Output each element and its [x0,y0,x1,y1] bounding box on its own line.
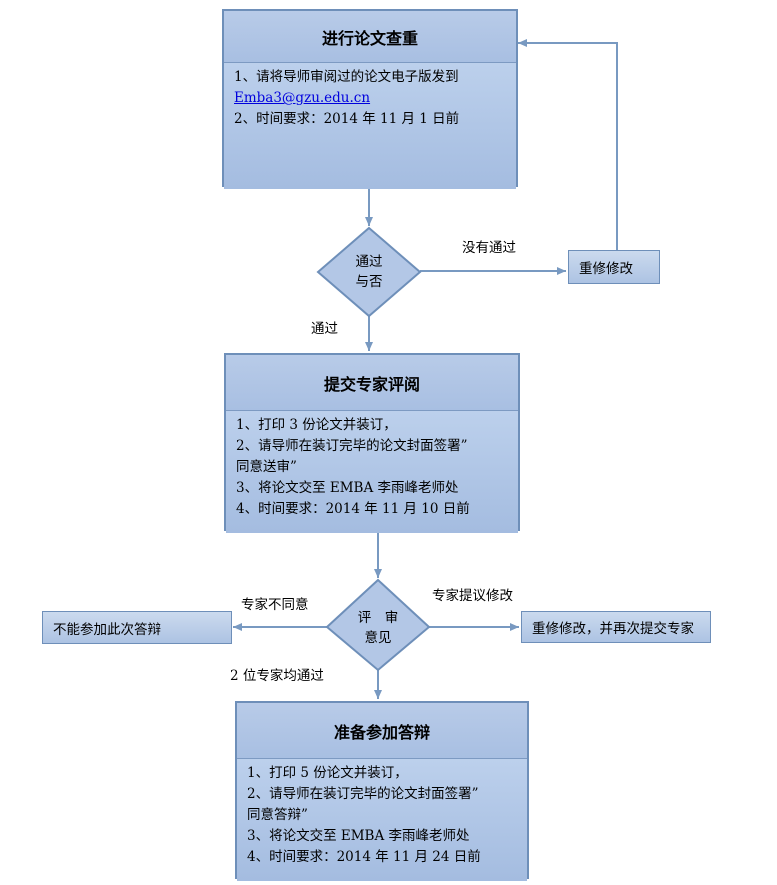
label-not-passed: 没有通过 [462,240,516,256]
label-passed: 通过 [311,321,338,337]
step-title: 准备参加答辩 [237,703,527,759]
step-title: 进行论文查重 [224,11,516,63]
decision-diamond-pass [316,226,422,318]
step-details: 1、打印 3 份论文并装订， 2、请导师在装订完毕的论文封面签署” 同意送审” … [226,411,518,533]
detail-line: 3、将论文交至 EMBA 李雨峰老师处 [247,828,470,844]
detail-line: 2、时间要求：2014 年 11 月 1 日前 [234,111,460,127]
detail-line: 4、时间要求：2014 年 11 月 10 日前 [236,501,470,517]
step-details: 1、打印 5 份论文并装订， 2、请导师在装订完毕的论文封面签署” 同意答辩” … [237,759,527,881]
detail-line: 同意答辩” [247,807,308,823]
step-prepare-defense: 准备参加答辩 1、打印 5 份论文并装订， 2、请导师在装订完毕的论文封面签署”… [235,701,529,881]
label-both-pass: 2 位专家均通过 [230,668,324,684]
label-expert-disagree: 专家不同意 [241,597,309,613]
detail-line: 3、将论文交至 EMBA 李雨峰老师处 [236,480,459,496]
detail-line: 同意送审” [236,459,297,475]
decision-pass-label: 通过 与否 [355,254,383,290]
step-details: 1、请将导师审阅过的论文电子版发到 Emba3@gzu.edu.cn 2、时间要… [224,63,516,189]
detail-line: 1、打印 3 份论文并装订， [236,417,397,433]
cannot-defend-box: 不能参加此次答辩 [42,611,232,644]
detail-line: 1、打印 5 份论文并装订， [247,765,408,781]
resubmit-box: 重修修改，并再次提交专家 [521,611,711,643]
retry-box: 重修修改 [568,250,660,284]
step-plagiarism-check: 进行论文查重 1、请将导师审阅过的论文电子版发到 Emba3@gzu.edu.c… [222,9,518,189]
label-expert-suggest: 专家提议修改 [432,588,513,604]
email-link[interactable]: Emba3@gzu.edu.cn [234,90,371,106]
step-expert-review: 提交专家评阅 1、打印 3 份论文并装订， 2、请导师在装订完毕的论文封面签署”… [224,353,520,533]
detail-line: 2、请导师在装订完毕的论文封面签署” [247,786,479,802]
decision-review-label: 评 审 意见 [357,610,399,646]
arrow-retry-to-box1 [518,39,618,250]
step-title: 提交专家评阅 [226,355,518,411]
decision-diamond-review [325,578,431,672]
detail-line: 4、时间要求：2014 年 11 月 24 日前 [247,849,481,865]
detail-line: 1、请将导师审阅过的论文电子版发到 [234,69,459,85]
detail-line: 2、请导师在装订完毕的论文封面签署” [236,438,468,454]
